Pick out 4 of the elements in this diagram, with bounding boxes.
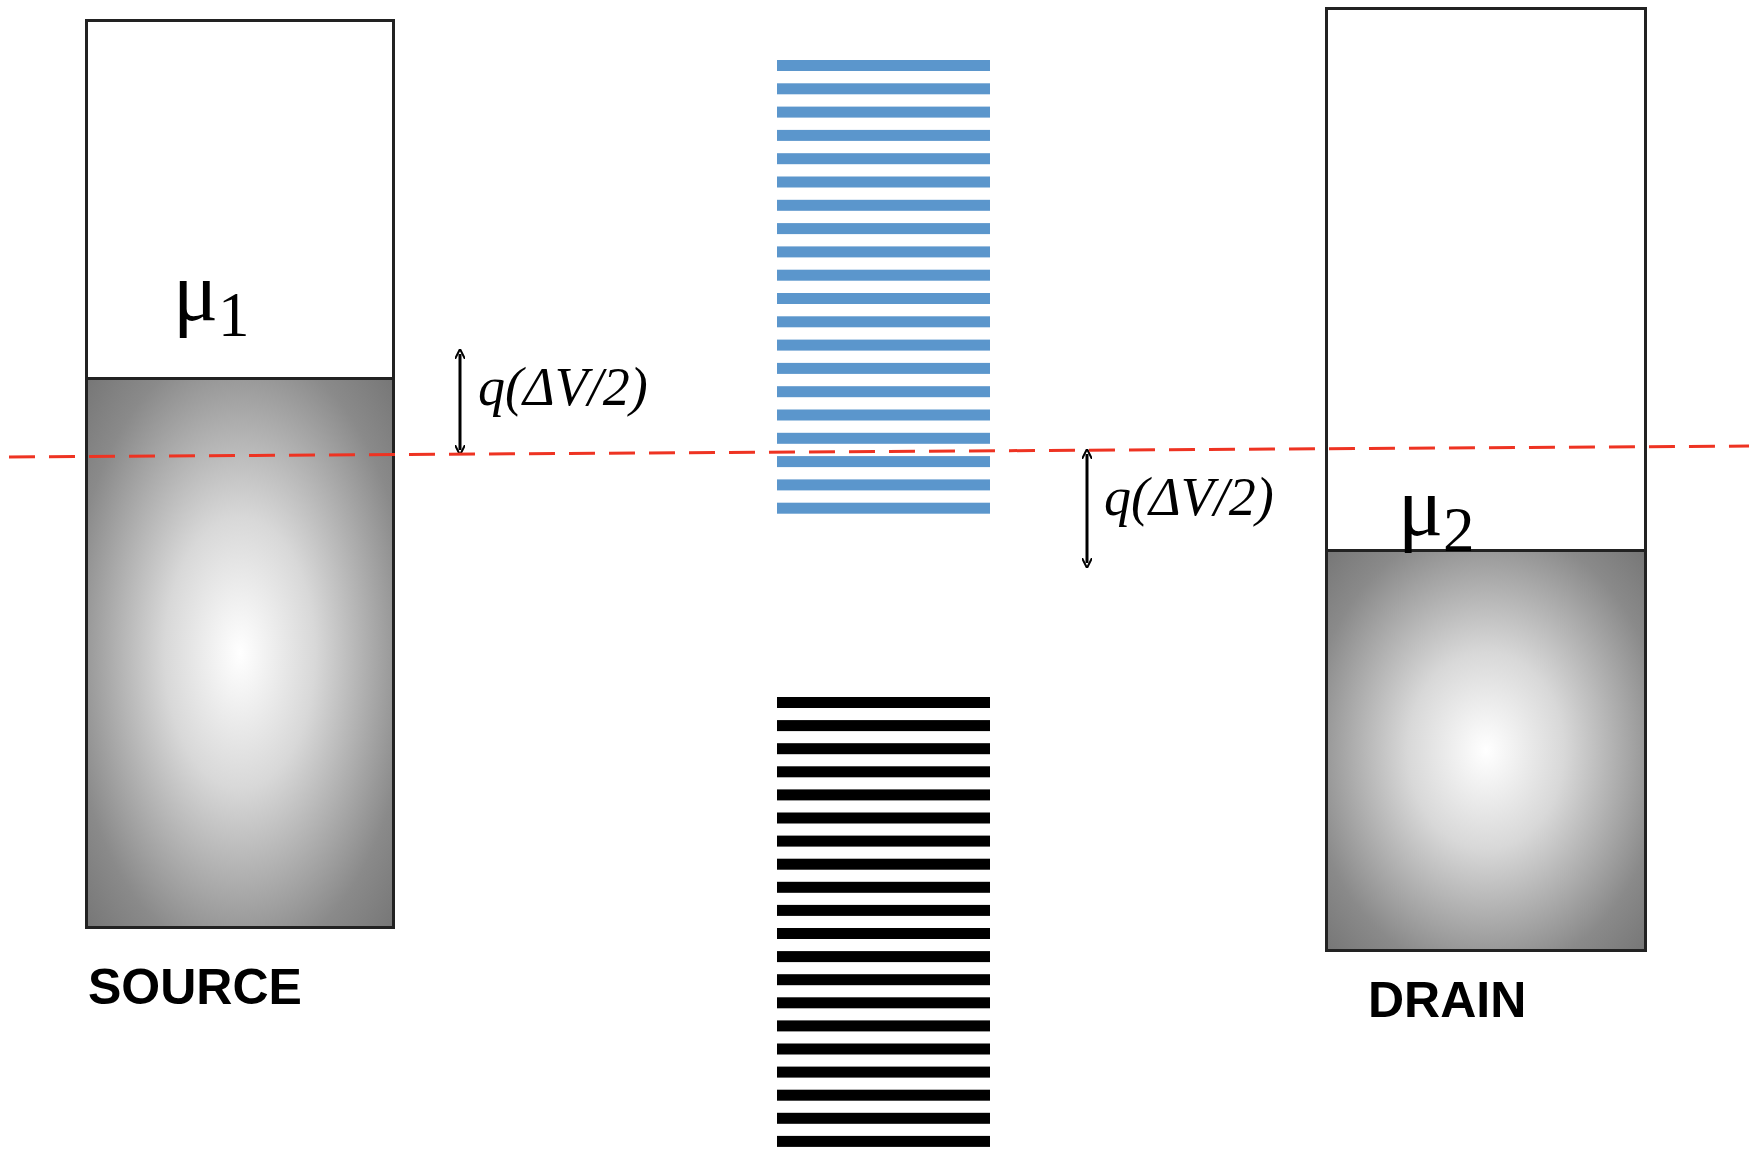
electrode-label: DRAIN: [1368, 975, 1527, 1025]
electrode-box: [1325, 7, 1647, 952]
electrode-label: SOURCE: [88, 962, 302, 1012]
electrode-box: [85, 19, 395, 929]
